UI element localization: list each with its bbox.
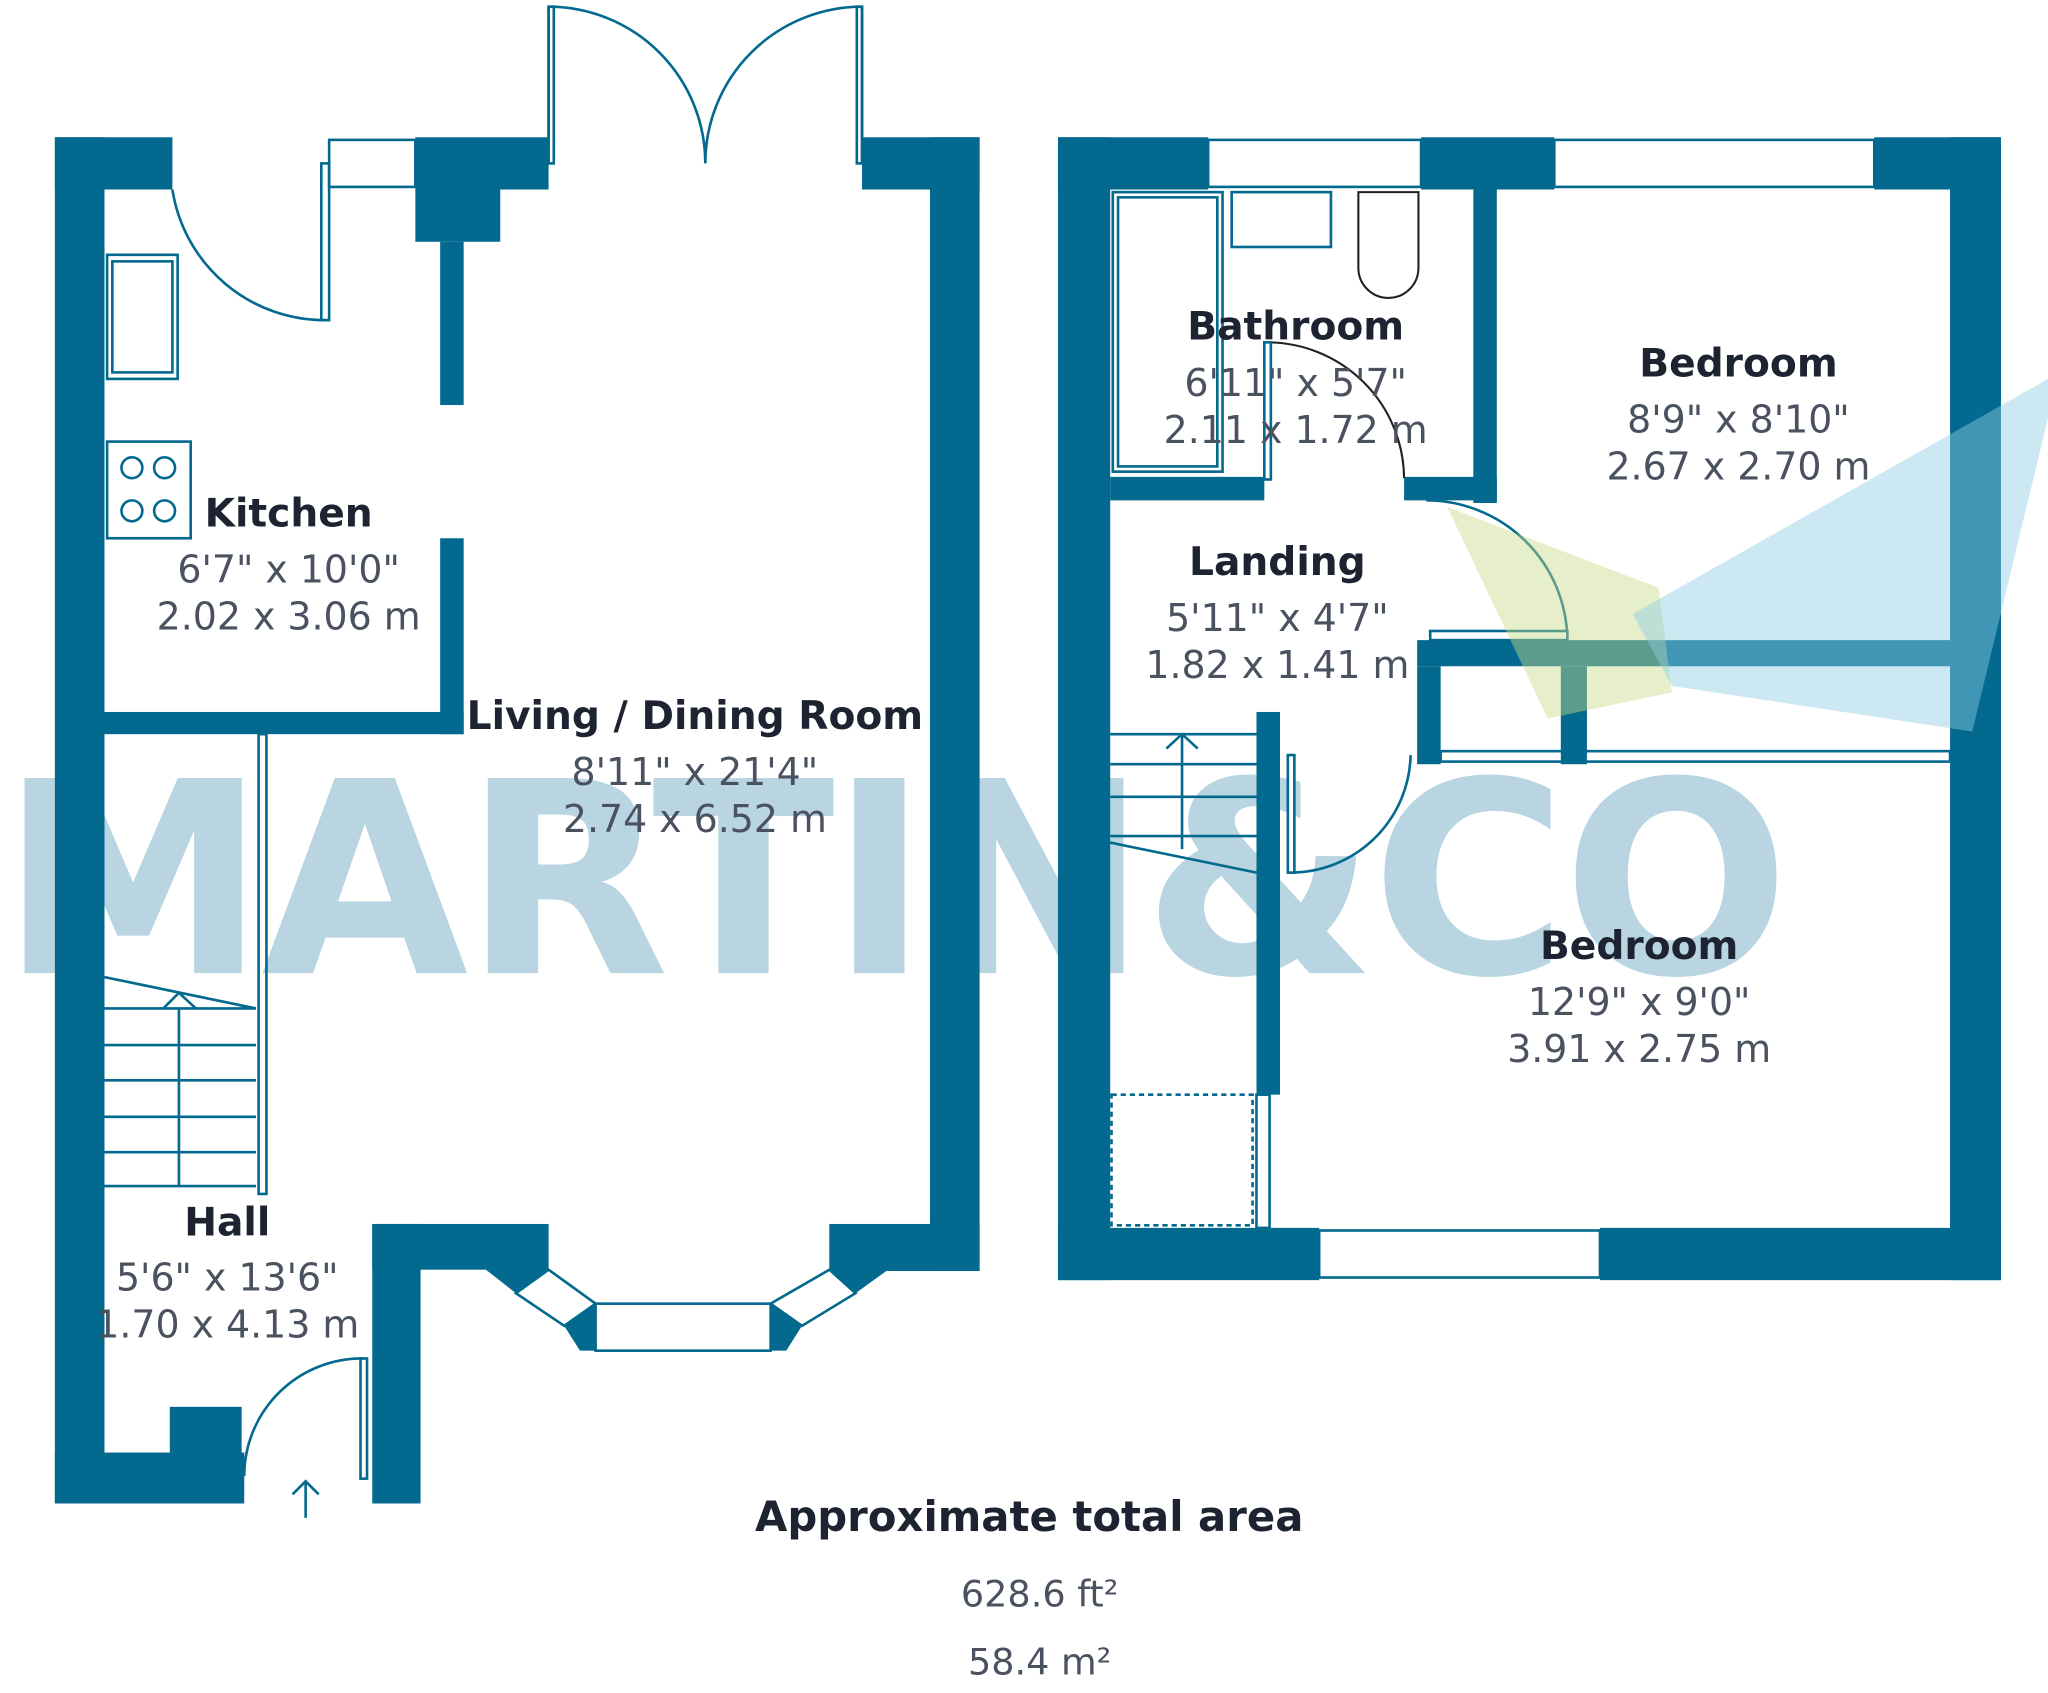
room-size-imperial: 5'11" x 4'7" xyxy=(1166,596,1389,640)
room-hall: Hall 5'6" x 13'6" 1.70 x 4.13 m xyxy=(95,1201,359,1347)
room-size-imperial: 12'9" x 9'0" xyxy=(1528,980,1751,1024)
room-size-imperial: 8'9" x 8'10" xyxy=(1627,397,1850,441)
room-name: Landing xyxy=(1189,540,1366,585)
room-size-metric: 1.70 x 4.13 m xyxy=(95,1303,359,1347)
room-size-imperial: 8'11" x 21'4" xyxy=(572,750,819,794)
room-landing: Landing 5'11" x 4'7" 1.82 x 1.41 m xyxy=(1145,540,1409,687)
total-area-imperial: 628.6 ft² xyxy=(961,1573,1119,1616)
room-size-metric: 2.02 x 3.06 m xyxy=(157,595,421,639)
room-size-metric: 2.74 x 6.52 m xyxy=(563,797,827,841)
room-bedroom-front: Bedroom 12'9" x 9'0" 3.91 x 2.75 m xyxy=(1507,924,1771,1071)
ground-floor xyxy=(54,5,980,1518)
total-area: Approximate total area 628.6 ft² 58.4 m² xyxy=(755,1492,1303,1684)
room-name: Living / Dining Room xyxy=(467,694,923,739)
room-size-imperial: 5'6" x 13'6" xyxy=(116,1256,339,1300)
room-bathroom: Bathroom 6'11" x 5'7" 2.11 x 1.72 m xyxy=(1164,305,1428,452)
first-floor xyxy=(1057,137,2048,1281)
room-size-imperial: 6'11" x 5'7" xyxy=(1184,361,1407,405)
room-bedroom-rear: Bedroom 8'9" x 8'10" 2.67 x 2.70 m xyxy=(1606,341,1870,488)
room-name: Bedroom xyxy=(1540,924,1738,969)
room-size-metric: 1.82 x 1.41 m xyxy=(1145,643,1409,687)
room-living-dining: Living / Dining Room 8'11" x 21'4" 2.74 … xyxy=(467,694,923,841)
room-name: Bathroom xyxy=(1187,305,1404,350)
room-name: Bedroom xyxy=(1639,341,1837,386)
room-size-metric: 3.91 x 2.75 m xyxy=(1507,1027,1771,1071)
room-name: Kitchen xyxy=(205,491,373,536)
total-area-title: Approximate total area xyxy=(755,1492,1303,1541)
room-size-metric: 2.67 x 2.70 m xyxy=(1606,444,1870,488)
room-size-metric: 2.11 x 1.72 m xyxy=(1164,408,1428,452)
room-name: Hall xyxy=(184,1201,270,1246)
total-area-metric: 58.4 m² xyxy=(968,1641,1111,1684)
watermark-logo: MARTIN&CO xyxy=(0,725,1785,1037)
room-size-imperial: 6'7" x 10'0" xyxy=(177,548,400,592)
room-kitchen: Kitchen 6'7" x 10'0" 2.02 x 3.06 m xyxy=(157,491,421,638)
